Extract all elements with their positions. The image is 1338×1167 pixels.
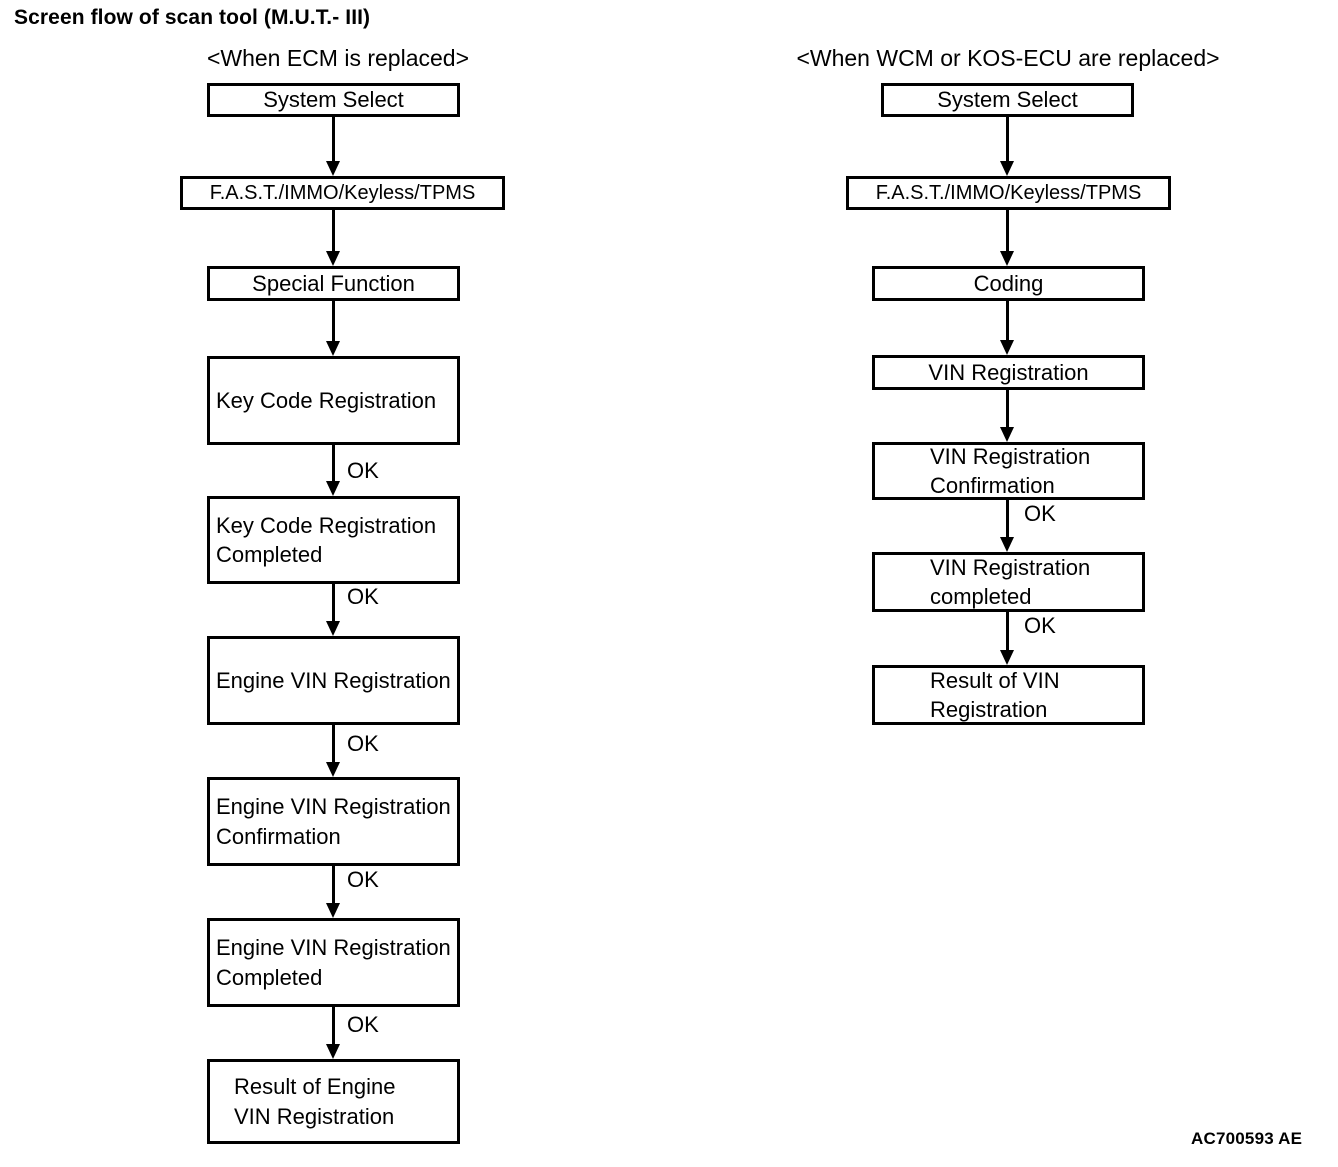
node-wcm-system-select[interactable]: System Select <box>881 83 1134 117</box>
edge-label-ecm-7: OK <box>347 867 379 892</box>
edge-label-ecm-4: OK <box>347 458 379 483</box>
node-label: Engine VIN Registration Completed <box>216 935 451 990</box>
node-label: Special Function <box>252 270 415 296</box>
node-ecm-engine-vin-registration-confirmation[interactable]: Engine VIN Registration Confirmation <box>207 777 460 866</box>
node-label: Key Code Registration <box>216 387 437 413</box>
page-title: Screen flow of scan tool (M.U.T.- III) <box>14 6 371 29</box>
node-label: Coding <box>973 270 1044 296</box>
edge-label-wcm-5: OK <box>1024 501 1056 526</box>
node-label: System Select <box>263 87 404 113</box>
node-label: Engine VIN Registration <box>216 667 451 693</box>
node-wcm-vin-registration[interactable]: VIN Registration <box>872 355 1145 390</box>
node-ecm-key-code-registration-completed[interactable]: Key Code Registration Completed <box>207 496 460 584</box>
node-label: VIN Registration completed <box>930 554 1091 609</box>
column-heading-wcm-kos: <When WCM or KOS-ECU are replaced> <box>796 45 1220 71</box>
node-ecm-engine-vin-registration-completed[interactable]: Engine VIN Registration Completed <box>207 918 460 1007</box>
figure-code-label: AC700593 AE <box>1191 1129 1303 1148</box>
node-wcm-coding[interactable]: Coding <box>872 266 1145 301</box>
node-wcm-fast-immo-keyless-tpms[interactable]: F.A.S.T./IMMO/Keyless/TPMS <box>846 176 1171 210</box>
node-label: VIN Registration <box>928 359 1089 385</box>
node-label: F.A.S.T./IMMO/Keyless/TPMS <box>875 181 1142 204</box>
edge-label-ecm-5: OK <box>347 584 379 609</box>
node-ecm-engine-vin-registration[interactable]: Engine VIN Registration <box>207 636 460 725</box>
node-label: F.A.S.T./IMMO/Keyless/TPMS <box>209 181 476 204</box>
node-ecm-fast-immo-keyless-tpms[interactable]: F.A.S.T./IMMO/Keyless/TPMS <box>180 176 505 210</box>
edge-label-ecm-6: OK <box>347 731 379 756</box>
node-ecm-result-of-engine-vin-registration[interactable]: Result of Engine VIN Registration <box>207 1059 460 1144</box>
edge-label-ecm-8: OK <box>347 1012 379 1037</box>
node-label: VIN Registration Confirmation <box>930 443 1091 498</box>
node-ecm-special-function[interactable]: Special Function <box>207 266 460 301</box>
node-label: Key Code Registration Completed <box>216 512 437 567</box>
column-heading-ecm: <When ECM is replaced> <box>206 45 470 71</box>
node-ecm-key-code-registration[interactable]: Key Code Registration <box>207 356 460 445</box>
node-label: Engine VIN Registration Confirmation <box>216 794 451 849</box>
node-wcm-vin-registration-completed[interactable]: VIN Registration completed <box>872 552 1145 612</box>
node-label: Result of VIN Registration <box>930 667 1060 722</box>
node-wcm-vin-registration-confirmation[interactable]: VIN Registration Confirmation <box>872 442 1145 500</box>
node-ecm-system-select[interactable]: System Select <box>207 83 460 117</box>
node-label: Result of Engine VIN Registration <box>234 1074 396 1129</box>
node-wcm-result-of-vin-registration[interactable]: Result of VIN Registration <box>872 665 1145 725</box>
edge-label-wcm-6: OK <box>1024 613 1056 638</box>
node-label: System Select <box>937 87 1078 113</box>
